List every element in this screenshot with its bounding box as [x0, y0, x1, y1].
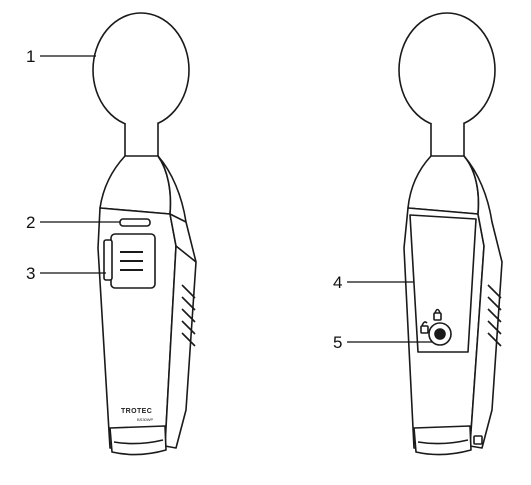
callouts: 1 2 3 4 5 [26, 47, 432, 352]
front-view: TROTEC BS30WP [92, 12, 197, 456]
front-microphone-ball [92, 12, 190, 128]
svg-text:2: 2 [26, 213, 35, 232]
back-microphone-neck [430, 123, 465, 159]
back-microphone-ball [398, 12, 496, 128]
svg-text:4: 4 [333, 273, 342, 292]
lock-open-icon [420, 325, 429, 334]
back-view [398, 12, 503, 456]
front-side-grip [181, 284, 196, 347]
front-upper-body [99, 155, 172, 215]
front-model-label: BS30WP [137, 417, 154, 422]
back-battery-cover [409, 214, 477, 353]
back-end-cap [413, 425, 472, 456]
back-side-grip [487, 284, 502, 347]
back-side-panel [463, 155, 503, 449]
lock-closed-icon [433, 312, 442, 321]
front-led-indicator [119, 218, 151, 227]
front-microphone-neck [124, 123, 159, 159]
back-upper-body [407, 155, 480, 215]
callout-1: 1 [26, 47, 96, 66]
front-side-panel [157, 155, 197, 449]
callout-4: 4 [333, 273, 414, 292]
front-end-cap [109, 425, 167, 456]
callout-5: 5 [333, 333, 432, 352]
callout-3: 3 [26, 264, 106, 283]
svg-text:5: 5 [333, 333, 342, 352]
svg-text:3: 3 [26, 264, 35, 283]
front-brand-label: TROTEC [121, 408, 152, 415]
svg-text:1: 1 [26, 47, 35, 66]
callout-2: 2 [26, 213, 120, 232]
